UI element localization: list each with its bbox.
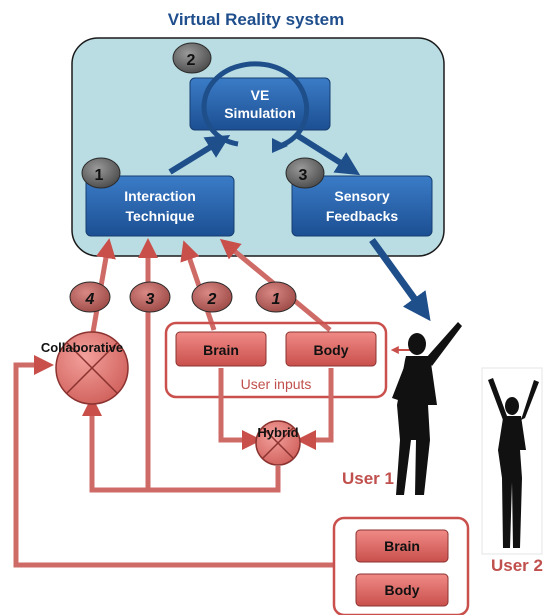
- step-badge-1: 1: [81, 157, 121, 189]
- step-badge-3-label: 3: [299, 167, 308, 184]
- hybrid-label: Hybrid: [257, 425, 298, 440]
- hybrid-input-paths: [218, 368, 334, 450]
- sensory-feedbacks-label-line1: Sensory: [334, 188, 389, 204]
- user2-body-block: [355, 573, 449, 607]
- simulation-loop-arrow: [201, 61, 309, 149]
- user2-silhouette: [488, 378, 539, 548]
- path-badge-3: 3: [129, 281, 171, 313]
- hybrid-node: [255, 420, 301, 466]
- path-badge-3-label: 3: [146, 291, 155, 308]
- path-badge-2: 2: [191, 281, 233, 313]
- interaction-technique-block: [85, 175, 235, 237]
- step-badge-2: 2: [172, 42, 212, 74]
- ve-simulation-label-line2: Simulation: [224, 105, 296, 121]
- collaborative-label: Collaborative: [41, 340, 123, 355]
- user1-body-label: Body: [314, 342, 349, 358]
- path-badge-4: 4: [69, 281, 111, 313]
- user2-brain-label: Brain: [384, 538, 420, 554]
- user1-brain-block: [175, 331, 267, 367]
- sensory-feedbacks-label-line2: Feedbacks: [326, 208, 399, 224]
- ve-simulation-label-line1: VE: [251, 87, 270, 103]
- user-inputs-box: [164, 321, 388, 399]
- diagram-title: Virtual Reality system: [168, 10, 344, 29]
- interaction-technique-label-line1: Interaction: [124, 188, 196, 204]
- user1-silhouette: [392, 322, 462, 495]
- step-badge-3: 3: [285, 157, 325, 189]
- user2-brain-block: [355, 529, 449, 563]
- interaction-technique-label-line2: Technique: [126, 208, 195, 224]
- arrow-simulation-to-feedback: [296, 133, 361, 176]
- hybrid-output-paths: [82, 396, 281, 493]
- ve-simulation-block: [189, 77, 331, 131]
- path-badge-2-label: 2: [207, 291, 217, 308]
- user1-brain-label: Brain: [203, 342, 239, 358]
- arrow-feedback-to-user1: [369, 237, 431, 322]
- path-badge-1-label: 1: [272, 291, 281, 308]
- collaborative-node: [55, 331, 129, 405]
- sensory-feedbacks-block: [291, 175, 433, 237]
- user2-path: [13, 355, 336, 568]
- user1-body-block: [285, 331, 377, 367]
- path-badge-1: 1: [255, 281, 297, 313]
- user2-label: User 2: [491, 556, 543, 575]
- user2-body-label: Body: [385, 582, 420, 598]
- step-badge-1-label: 1: [95, 167, 104, 184]
- path-badge-4-label: 4: [85, 291, 95, 308]
- user1-label: User 1: [342, 469, 394, 488]
- simulation-loop-arrowhead: [272, 138, 288, 153]
- user-inputs-label: User inputs: [241, 376, 312, 392]
- arrow-interaction-to-simulation: [168, 134, 231, 175]
- step-badge-2-label: 2: [187, 52, 196, 69]
